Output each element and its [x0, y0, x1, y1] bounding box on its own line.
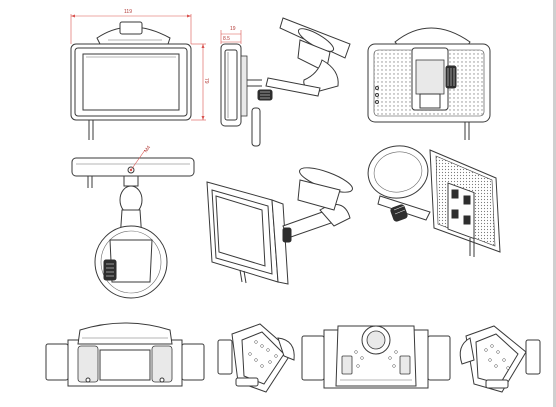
camera-front-view: [45, 322, 205, 387]
height-dimension-label: 79: [203, 78, 209, 84]
depth-dimension-label: 19: [230, 26, 236, 32]
camera-lens-view: [301, 325, 451, 389]
front-view: 119 79: [70, 9, 209, 140]
back-view: [367, 27, 491, 140]
thread-dimension-label: M4: [143, 145, 152, 154]
mount-arm-view: [257, 17, 351, 101]
camera-side-view: [217, 323, 295, 393]
isometric-back-view: [367, 145, 501, 257]
top-view: M4: [71, 145, 195, 299]
camera-right-view: [459, 325, 541, 393]
width-dimension-label: 119: [124, 9, 132, 15]
inner-depth-dimension-label: 8.5: [223, 36, 230, 42]
side-view: 19 8.5: [220, 26, 262, 147]
isometric-front-view: [206, 167, 353, 285]
